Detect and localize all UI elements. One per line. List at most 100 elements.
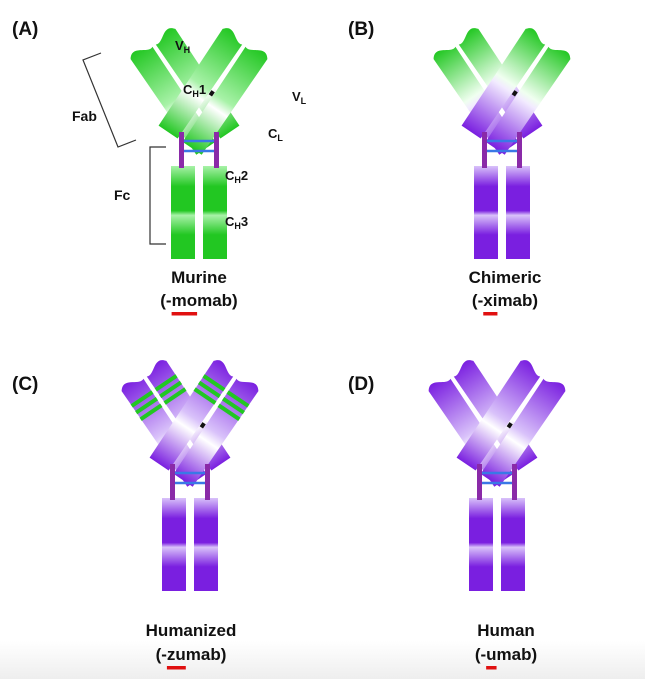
fc-chain-left [171, 166, 195, 259]
cdr-band-heavy [135, 397, 158, 415]
panel-title: Human [477, 621, 535, 640]
panel-letter: (C) [12, 374, 38, 395]
label-sub: H [234, 221, 241, 231]
label-num: 2 [241, 168, 248, 183]
hinge-right [205, 464, 210, 500]
suffix-stem: mo [172, 291, 198, 310]
label-main: V [292, 89, 301, 104]
domain-junction [199, 422, 206, 429]
name-suffix: (-umab) [475, 645, 537, 664]
suffix-stem: u [486, 645, 496, 664]
panel-letter: (D) [348, 374, 374, 395]
hinge-left [170, 464, 175, 500]
hinge-right [517, 132, 522, 168]
arm-chain-heavy [158, 28, 243, 139]
cdr-band-light [159, 380, 183, 399]
suffix-close: mab) [497, 291, 538, 310]
arm-chain-light [485, 46, 571, 155]
suffix-close: mab) [497, 645, 538, 664]
arm-chain-light [182, 46, 268, 155]
cdr-band-heavy [202, 374, 226, 392]
fc-chain-left [469, 498, 493, 591]
panel-title: Humanized [146, 621, 237, 640]
cdr-band-light [226, 390, 250, 408]
arm-chain-heavy [456, 360, 541, 471]
label-ch2: CH2 [225, 168, 248, 185]
label-main: V [175, 38, 184, 53]
arm-chain-light [480, 378, 566, 487]
panel-title: Murine [171, 268, 227, 287]
label-sub: L [277, 133, 283, 143]
label-sub: L [301, 96, 307, 106]
stem-underline [486, 666, 497, 670]
fab-arm-right [158, 28, 268, 155]
fc-chain-right [506, 166, 530, 259]
panel-letter: (B) [348, 19, 374, 40]
domain-junction [511, 90, 518, 97]
hinge-left [482, 132, 487, 168]
suffix-open: (- [472, 291, 483, 310]
label-sub: H [192, 89, 199, 99]
bottom-fade [0, 641, 645, 679]
label-vl: VL [292, 89, 307, 106]
label-main: C [268, 126, 278, 141]
cdr-band-heavy [193, 387, 217, 405]
cdr-band-heavy [139, 403, 163, 421]
hinge-left [179, 132, 184, 168]
fc-chain-left [474, 166, 498, 259]
cdr-band-light [217, 403, 241, 421]
suffix-close: mab) [197, 291, 238, 310]
name-suffix: (-momab) [160, 291, 237, 310]
name-suffix: (-zumab) [156, 645, 227, 664]
label-num: 3 [241, 214, 248, 229]
domain-junction [208, 90, 215, 97]
cdr-band-heavy [197, 380, 221, 399]
suffix-open: (- [475, 645, 486, 664]
label-sub: H [184, 45, 191, 55]
panel-1-antibody [433, 28, 571, 259]
stem-underline [483, 312, 498, 316]
panel-2-antibody [121, 360, 259, 591]
fc-bracket [149, 146, 166, 245]
fc-chain-right [194, 498, 218, 591]
hinge-right [214, 132, 219, 168]
stem-underline [166, 666, 186, 670]
label-ch1: CH1 [183, 82, 206, 99]
arm-chain-heavy [149, 360, 234, 471]
fc-chain-right [203, 166, 227, 259]
fab-bracket [82, 52, 137, 148]
panel-3-antibody [428, 360, 566, 591]
label-num: 1 [199, 82, 206, 97]
fc-label: Fc [114, 187, 131, 203]
fc-chain-right [501, 498, 525, 591]
suffix-stem: zu [167, 645, 186, 664]
cdr-band-light [222, 397, 245, 415]
panel-letter: (A) [12, 19, 38, 40]
panel-0-antibody [130, 28, 268, 259]
arm-chain-heavy [461, 28, 546, 139]
label-vh: VH [175, 38, 190, 55]
suffix-open: (- [160, 291, 171, 310]
suffix-stem: xi [483, 291, 497, 310]
fab-label: Fab [72, 108, 97, 124]
label-cl: CL [268, 126, 283, 143]
cdr-band-heavy [130, 390, 154, 408]
hinge-left [477, 464, 482, 500]
fab-arm-right [456, 360, 566, 487]
label-main: C [225, 168, 235, 183]
suffix-close: mab) [186, 645, 227, 664]
fab-arm-right [461, 28, 571, 155]
stem-underline [171, 312, 198, 316]
cdr-band-light [154, 374, 178, 392]
fab-arm-right [149, 360, 259, 487]
panel-title: Chimeric [469, 268, 542, 287]
label-ch3: CH3 [225, 214, 248, 231]
cdr-band-light [163, 387, 187, 405]
suffix-open: (- [156, 645, 167, 664]
label-main: C [225, 214, 235, 229]
domain-junction [506, 422, 513, 429]
label-sub: H [234, 175, 241, 185]
label-main: C [183, 82, 193, 97]
name-suffix: (-ximab) [472, 291, 538, 310]
